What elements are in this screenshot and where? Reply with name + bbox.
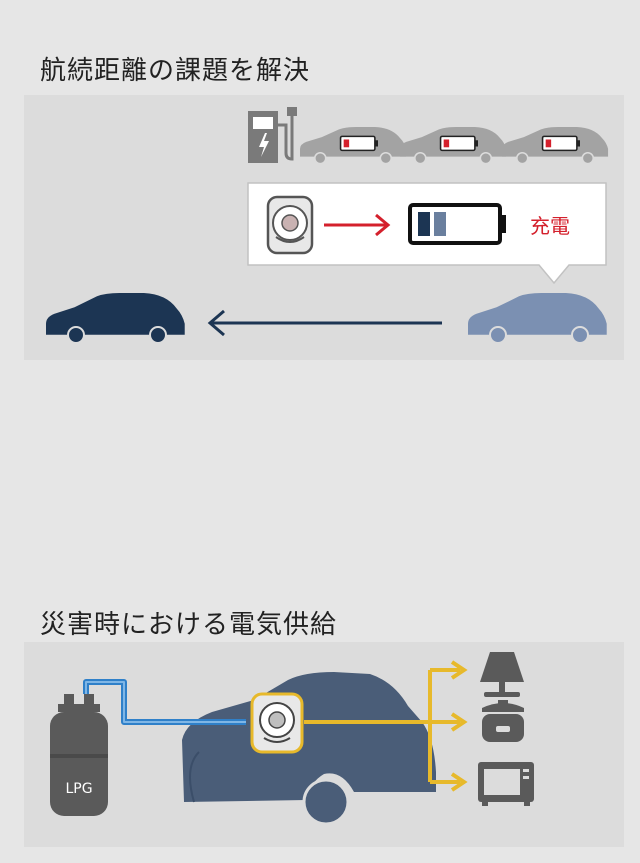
charge-arrow (324, 213, 391, 237)
lpg-tank-icon: LPG (50, 694, 108, 816)
lamp-icon (480, 652, 524, 697)
power-lines (304, 660, 468, 792)
rotary-engine-icon (266, 195, 314, 255)
car-silhouette (182, 672, 436, 826)
rice-cooker-icon (482, 700, 524, 742)
charge-callout: 充電 (247, 182, 607, 285)
section-title-disaster: 災害時における電気供給 (40, 610, 338, 640)
grey-car-3 (502, 127, 609, 165)
car-icon (46, 293, 185, 344)
lpg-label: LPG (65, 781, 92, 797)
section-title-range: 航続距離の課題を解決 (40, 56, 311, 86)
charging-station-icon (248, 107, 297, 163)
emergency-power-diagram: LPG (24, 642, 624, 847)
grey-car-1 (300, 127, 407, 165)
travel-arrow (207, 309, 442, 337)
charge-label: 充電 (530, 214, 570, 238)
range-extender-diagram: 充電 (24, 95, 624, 360)
rotary-engine-icon (250, 692, 304, 754)
battery-icon (408, 203, 506, 245)
charged-car-icon (468, 293, 607, 344)
grey-car-2 (400, 127, 507, 165)
microwave-icon (478, 762, 534, 806)
